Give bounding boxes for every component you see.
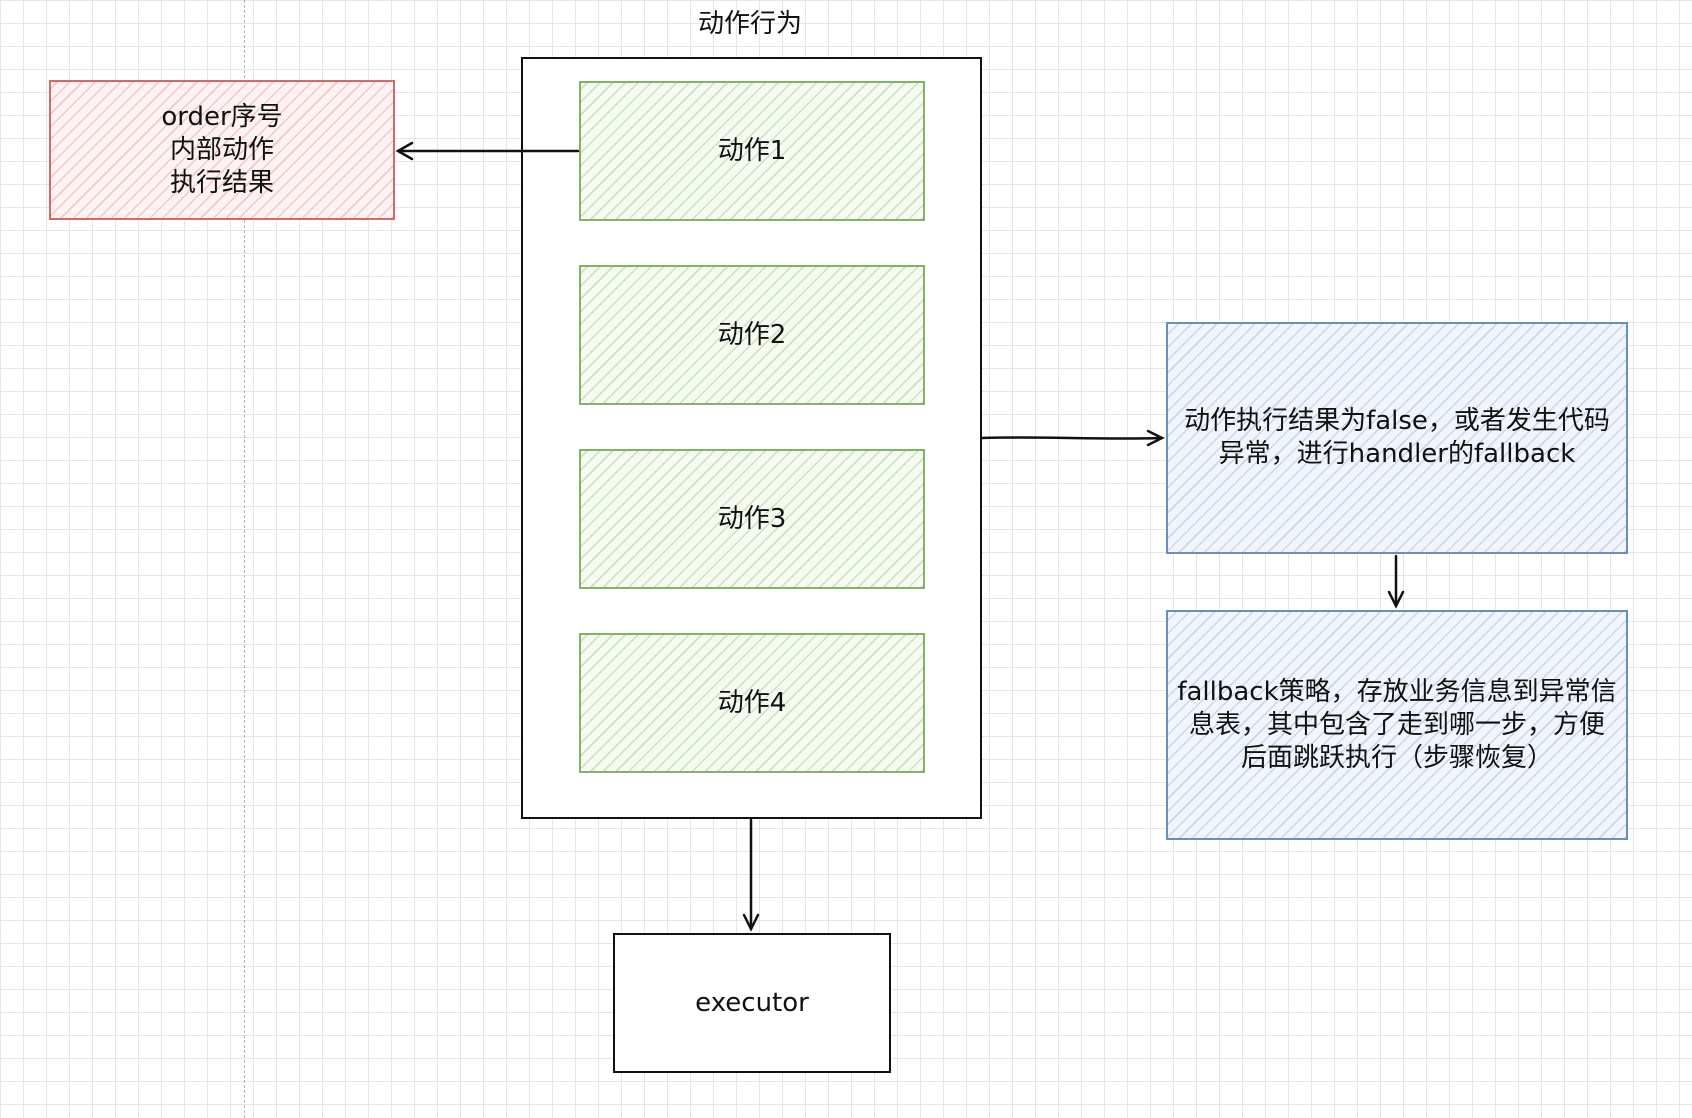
action-label-2: 动作2	[717, 319, 787, 350]
result-line-1: order序号	[161, 101, 283, 132]
action-box-4[interactable]: 动作4	[579, 633, 925, 773]
action-label-3: 动作3	[717, 503, 787, 534]
container-title: 动作行为	[697, 9, 802, 39]
arrowhead-executor	[742, 913, 760, 932]
action-label-1: 动作1	[717, 135, 787, 166]
fallback-strategy-line-2: 息表，其中包含了走到哪一步，方便	[1188, 709, 1605, 740]
execution-result-box[interactable]: order序号 内部动作 执行结果	[49, 80, 395, 220]
arrowhead-fallback-trigger	[1146, 429, 1165, 447]
fallback-strategy-line-1: fallback策略，存放业务信息到异常信	[1177, 676, 1617, 707]
result-line-3: 执行结果	[169, 167, 274, 198]
arrowhead-strategy	[1387, 590, 1405, 609]
dashed-guide-line	[244, 0, 245, 1118]
fallback-strategy-box[interactable]: fallback策略，存放业务信息到异常信 息表，其中包含了走到哪一步，方便 后…	[1166, 610, 1628, 840]
action-box-3[interactable]: 动作3	[579, 449, 925, 589]
action-label-4: 动作4	[717, 687, 787, 718]
action-box-1[interactable]: 动作1	[579, 81, 925, 221]
fallback-trigger-box[interactable]: 动作执行结果为false，或者发生代码 异常，进行handler的fallbac…	[1166, 322, 1628, 554]
fallback-trigger-line-2: 异常，进行handler的fallback	[1218, 439, 1576, 469]
fallback-trigger-line-1: 动作执行结果为false，或者发生代码	[1184, 406, 1610, 436]
arrow-container-to-fallback	[980, 436, 1164, 440]
fallback-strategy-line-3: 后面跳跃执行（步骤恢复）	[1240, 742, 1553, 773]
executor-label: executor	[695, 987, 809, 1018]
result-line-2: 内部动作	[169, 134, 274, 165]
executor-box[interactable]: executor	[613, 933, 891, 1073]
arrowhead-result	[395, 141, 414, 161]
action-box-2[interactable]: 动作2	[579, 265, 925, 405]
